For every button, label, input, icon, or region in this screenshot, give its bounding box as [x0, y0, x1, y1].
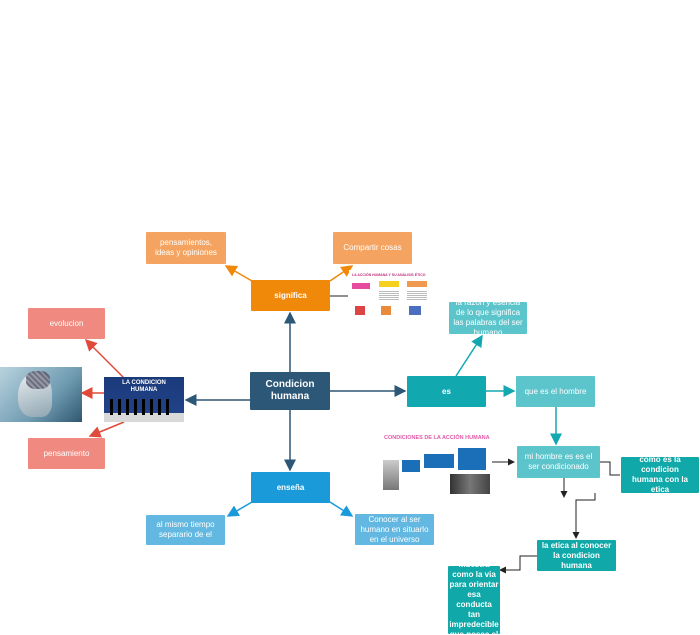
head-gears — [26, 371, 50, 389]
edge-hombre-etica — [600, 461, 620, 476]
separario-node[interactable]: al mismo tiempo separario de el — [146, 515, 225, 545]
conocer-node[interactable]: Conocer al ser humano en situarlo en el … — [355, 514, 434, 545]
condiciones-photo-2 — [450, 474, 490, 494]
condiciones-box-2 — [424, 454, 454, 468]
edge-significa-compartir — [329, 265, 354, 282]
edge-ensena-separario — [226, 501, 253, 517]
hombre-node[interactable]: mi hombre es es el ser condicionado — [517, 446, 600, 478]
etica-conocer-node[interactable]: la etica al conocer la condicion humana — [537, 540, 616, 571]
evolution-image: LA CONDICION HUMANA — [104, 377, 184, 422]
muestra-node[interactable]: hace muestra como la via para orientar e… — [448, 566, 500, 634]
condiciones-box-3 — [458, 448, 486, 470]
accion-humana-photo-2 — [381, 306, 391, 315]
center-node[interactable]: Condicion humana — [250, 372, 330, 410]
accion-humana-image: LA ACCIÓN HUMANA Y SU ANÁLISIS ÉTICO — [349, 270, 441, 318]
evolution-ground — [104, 413, 184, 422]
head-photo-image — [0, 367, 82, 422]
accion-humana-lines-2 — [407, 290, 427, 300]
accion-humana-block-1 — [352, 283, 370, 289]
accion-humana-block-3 — [407, 281, 427, 287]
accion-humana-photo-1 — [355, 306, 365, 315]
es-node[interactable]: es — [407, 376, 486, 407]
condiciones-box-1 — [402, 460, 420, 472]
accion-humana-title: LA ACCIÓN HUMANA Y SU ANÁLISIS ÉTICO — [352, 273, 426, 277]
pensamientos-node[interactable]: pensamientos, ideas y opiniones — [146, 232, 226, 264]
condiciones-image: CONDICIONES DE LA ACCIÓN HUMANA — [380, 432, 492, 496]
evolucion-node[interactable]: evolucion — [28, 308, 105, 339]
accion-humana-photo-3 — [409, 306, 421, 315]
edge-ensena-conocer — [329, 501, 354, 517]
edge-image-evolucion — [84, 338, 125, 379]
edge-image-pensamiento — [88, 421, 125, 438]
ensena-node[interactable]: enseña — [251, 472, 330, 503]
condiciones-title: CONDICIONES DE LA ACCIÓN HUMANA — [384, 435, 490, 441]
pensamiento-node[interactable]: pensamiento — [28, 438, 105, 469]
edge-conocer-muestra — [499, 555, 538, 574]
etica-node[interactable]: como es la condicion humana con la etica — [621, 457, 699, 493]
significa-node[interactable]: significa — [251, 280, 330, 311]
compartir-node[interactable]: Compartir cosas — [333, 232, 412, 264]
accion-humana-block-2 — [379, 281, 399, 287]
que-es-node[interactable]: que es el hombre — [516, 376, 595, 407]
condiciones-photo-1 — [383, 460, 399, 490]
accion-humana-lines-1 — [379, 290, 399, 300]
evolution-figures — [110, 399, 172, 415]
edge-etica-conocer — [572, 493, 596, 539]
evolution-title: LA CONDICION HUMANA — [122, 380, 166, 393]
edge-significa-pensamientos — [224, 265, 253, 282]
edge-es-razon — [455, 334, 483, 377]
razon-node[interactable]: la razon y esencia de lo que significa l… — [449, 302, 527, 334]
